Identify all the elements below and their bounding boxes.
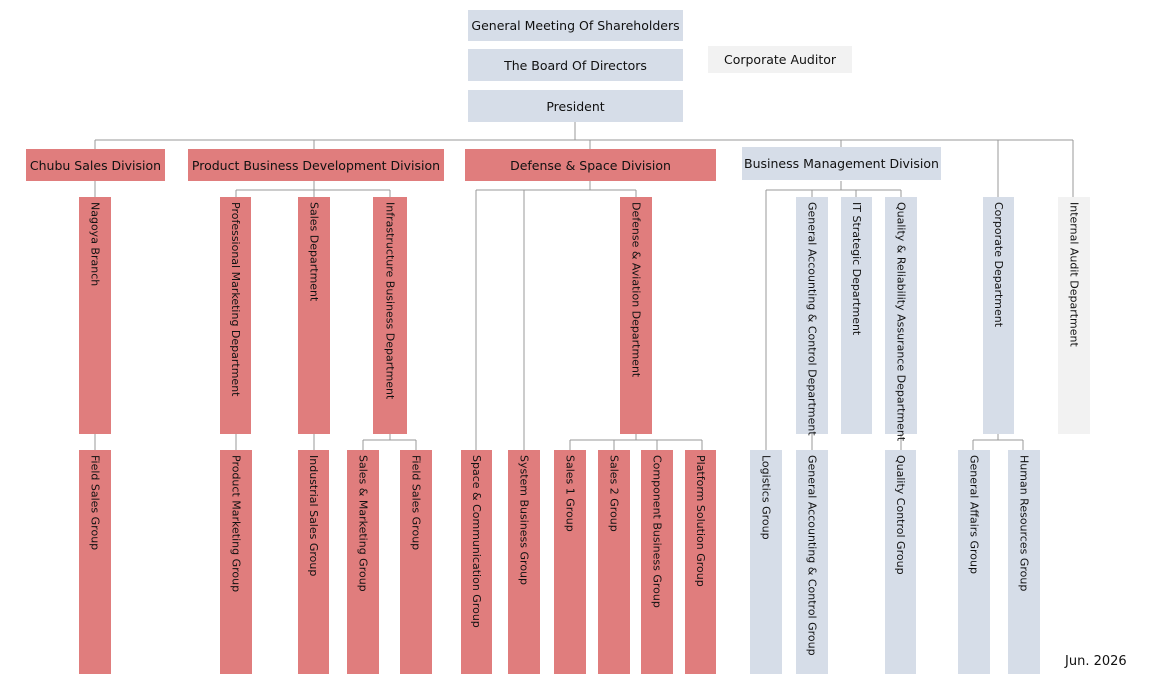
industrial-sales-group-box: Industrial Sales Group — [298, 450, 329, 674]
platform-solution-group-label: Platform Solution Group — [694, 455, 707, 587]
chubu-division-box: Chubu Sales Division — [26, 149, 165, 181]
quality-assurance-box: Quality & Reliability Assurance Departme… — [885, 197, 917, 441]
platform-solution-group-box: Platform Solution Group — [685, 450, 716, 674]
shareholders-label: General Meeting Of Shareholders — [471, 18, 680, 33]
product-division-box: Product Business Development Division — [188, 149, 444, 181]
general-accounting-dept-label: General Accounting & Control Department — [805, 202, 819, 436]
board-box: The Board Of Directors — [468, 49, 683, 81]
it-strategic-label: IT Strategic Department — [850, 202, 863, 336]
professional-marketing-label: Professional Marketing Department — [229, 202, 242, 397]
system-business-group-label: System Business Group — [517, 455, 531, 586]
infrastructure-department-box: Infrastructure Business Department — [373, 197, 407, 434]
component-business-group-box: Component Business Group — [641, 450, 673, 674]
general-accounting-dept-box: General Accounting & Control Department — [796, 197, 828, 436]
sales-2-group-box: Sales 2 Group — [598, 450, 630, 674]
human-resources-group-box: Human Resources Group — [1008, 450, 1040, 674]
field-sales-group-label: Field Sales Group — [88, 455, 102, 551]
president-label: President — [546, 98, 605, 114]
sales-department-box: Sales Department — [298, 197, 330, 434]
system-business-group-box: System Business Group — [508, 450, 540, 674]
general-accounting-group-box: General Accounting & Control Group — [796, 450, 828, 674]
auditor-box: Corporate Auditor — [708, 46, 852, 73]
nagoya-branch-label: Nagoya Branch — [88, 202, 102, 287]
management-division-label: Business Management Division — [744, 156, 939, 171]
sales-1-group-label: Sales 1 Group — [563, 455, 577, 532]
space-communication-group-box: Space & Communication Group — [461, 450, 492, 674]
infrastructure-department-label: Infrastructure Business Department — [383, 202, 397, 400]
quality-assurance-label: Quality & Reliability Assurance Departme… — [894, 202, 908, 442]
field-sales-group-2-label: Field Sales Group — [409, 455, 423, 551]
product-division-label: Product Business Development Division — [191, 157, 441, 173]
it-strategic-box: IT Strategic Department — [841, 197, 872, 434]
corporate-department-label: Corporate Department — [992, 202, 1005, 328]
sales-department-label: Sales Department — [307, 202, 321, 302]
general-affairs-group-label: General Affairs Group — [967, 455, 981, 574]
nagoya-branch-box: Nagoya Branch — [79, 197, 111, 434]
product-marketing-group-box: Product Marketing Group — [220, 450, 252, 674]
board-label: The Board Of Directors — [504, 57, 647, 73]
sales-marketing-group-label: Sales & Marketing Group — [356, 455, 370, 592]
date-stamp: Jun. 2026 — [1065, 654, 1127, 669]
industrial-sales-group-label: Industrial Sales Group — [307, 455, 320, 577]
sales-marketing-group-box: Sales & Marketing Group — [347, 450, 379, 674]
quality-control-group-label: Quality Control Group — [894, 455, 907, 575]
shareholders-box: General Meeting Of Shareholders — [468, 10, 683, 41]
internal-audit-label: Internal Audit Department — [1067, 202, 1081, 347]
logistics-group-box: Logistics Group — [750, 450, 782, 674]
sales-2-group-label: Sales 2 Group — [607, 455, 621, 532]
product-marketing-group-label: Product Marketing Group — [229, 455, 243, 593]
general-affairs-group-box: General Affairs Group — [958, 450, 990, 674]
field-sales-group-box: Field Sales Group — [79, 450, 111, 674]
general-accounting-group-label: General Accounting & Control Group — [805, 455, 819, 656]
human-resources-group-label: Human Resources Group — [1017, 455, 1031, 592]
corporate-department-box: Corporate Department — [983, 197, 1014, 434]
professional-marketing-box: Professional Marketing Department — [220, 197, 251, 434]
defense-division-box: Defense & Space Division — [465, 149, 716, 181]
management-division-box: Business Management Division — [742, 147, 941, 180]
defense-aviation-box: Defense & Aviation Department — [620, 197, 652, 434]
internal-audit-box: Internal Audit Department — [1058, 197, 1090, 434]
space-communication-group-label: Space & Communication Group — [470, 455, 483, 628]
defense-division-label: Defense & Space Division — [510, 157, 671, 173]
president-box: President — [468, 90, 683, 122]
quality-control-group-box: Quality Control Group — [885, 450, 916, 674]
auditor-label: Corporate Auditor — [723, 52, 837, 67]
chubu-division-label: Chubu Sales Division — [29, 157, 162, 173]
defense-aviation-label: Defense & Aviation Department — [629, 202, 643, 378]
logistics-group-label: Logistics Group — [759, 455, 773, 540]
component-business-group-label: Component Business Group — [650, 455, 664, 608]
sales-1-group-box: Sales 1 Group — [554, 450, 586, 674]
field-sales-group-2-box: Field Sales Group — [400, 450, 432, 674]
